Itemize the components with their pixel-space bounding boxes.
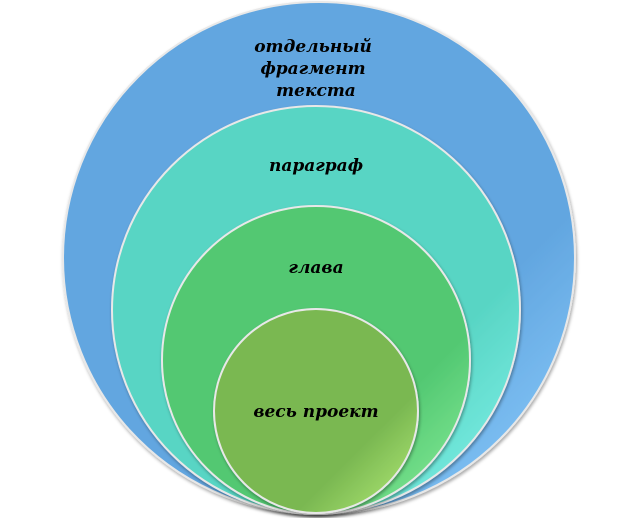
label-level-4: весь проект bbox=[253, 402, 378, 422]
circle-level-4 bbox=[213, 308, 419, 514]
label-level-1: отдельный фрагмент текста bbox=[254, 37, 378, 101]
label-level-3: глава bbox=[288, 258, 343, 278]
label-line: текста bbox=[276, 81, 356, 101]
label-level-2: параграф bbox=[269, 156, 363, 176]
label-line: отдельный bbox=[254, 37, 372, 57]
label-line: фрагмент bbox=[260, 59, 365, 79]
